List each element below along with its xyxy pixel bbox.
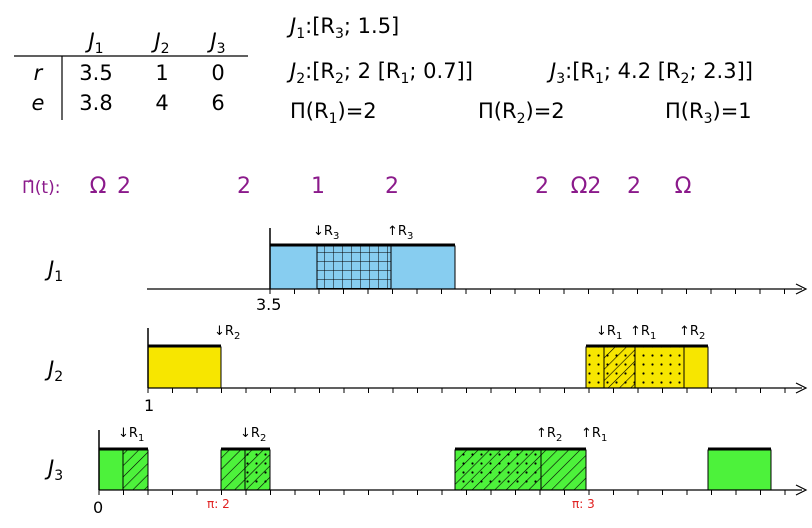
marker-lock-r2: ↓R2 <box>214 324 240 342</box>
marker-lock-r2: ↓R2 <box>240 426 266 444</box>
axis-ticks <box>98 289 786 495</box>
table-cell-r-j2: 1 <box>155 61 168 85</box>
table-col-header-j3: J3 <box>206 29 225 57</box>
marker-unlock-r1: ↑R1 <box>581 426 607 444</box>
marker-lock-r1: ↓R1 <box>596 324 622 342</box>
system-ceiling-value: 2 <box>117 174 131 199</box>
timeline-row-j2: J2 1 ↓R2 ↓R1 ↑R1 ↑R2 <box>44 324 808 415</box>
timeline-row-j1: J1 3.5 ↓R3 ↑R3 <box>44 224 808 314</box>
table-cell-e-j3: 6 <box>211 91 224 115</box>
j3-release-label: 0 <box>93 498 103 517</box>
params-table: J1 J2 J3 r 3.5 1 0 e 3.8 4 6 <box>14 29 248 120</box>
table-cell-e-j1: 3.8 <box>79 91 112 115</box>
system-ceiling-value: 2 <box>627 174 641 199</box>
row-label-j3: J3 <box>44 456 63 484</box>
system-ceiling-value: Ω2 <box>571 174 602 199</box>
system-ceiling-row: Π̂(t): Ω 2 2 1 2 2 Ω2 2 Ω <box>22 174 691 199</box>
system-ceiling-value: 1 <box>311 174 325 199</box>
job-specs: J1:[R3; 1.5] J2:[R2; 2 [R1; 0.7]] J3:[R1… <box>286 14 753 127</box>
ceiling-r3: Π(R3)=1 <box>665 99 752 127</box>
j2-segment <box>683 346 709 389</box>
j2-segment-r2-dots <box>635 347 684 388</box>
ceiling-r1: Π(R1)=2 <box>290 99 377 127</box>
system-ceiling-value: 2 <box>535 174 549 199</box>
table-row-label-r: r <box>34 61 44 85</box>
system-ceiling-value: Ω <box>90 174 107 199</box>
marker-unlock-r2: ↑R2 <box>536 426 562 444</box>
j1-segment <box>269 245 318 290</box>
marker-lock-r3: ↓R3 <box>313 224 339 242</box>
timeline-row-j3: J3 0 ↓R1 ↓R2 ↑R2 ↑R1 π: 2 π: 3 <box>44 426 808 517</box>
j1-release-label: 3.5 <box>256 295 281 314</box>
system-ceiling-value: Ω <box>675 174 692 199</box>
preemption-level-label: π: 3 <box>572 497 595 511</box>
table-col-header-j1: J1 <box>84 29 103 57</box>
table-col-header-j2: J2 <box>150 29 169 57</box>
marker-unlock-r1: ↑R1 <box>630 324 656 342</box>
row-label-j2: J2 <box>44 357 63 385</box>
j3-segment-r1-hatch <box>122 449 149 491</box>
j2-release-label: 1 <box>144 396 154 415</box>
j2-segment <box>147 346 222 389</box>
row-label-j1: J1 <box>44 257 63 285</box>
job-spec-j3: J3:[R1; 4.2 [R2; 2.3]] <box>546 59 753 87</box>
marker-unlock-r2: ↑R2 <box>679 324 705 342</box>
j1-segment-r3-pattern <box>316 245 392 290</box>
j1-axis-arrow <box>795 283 808 295</box>
j3-segment-r2-dots <box>244 449 271 491</box>
job-spec-j2: J2:[R2; 2 [R1; 0.7]] <box>286 59 473 87</box>
j3-segment <box>707 449 772 491</box>
table-cell-e-j2: 4 <box>155 91 168 115</box>
j3-axis-arrow <box>795 484 808 496</box>
preemption-level-label: π: 2 <box>207 497 230 511</box>
j3-segment <box>98 449 124 491</box>
system-ceiling-label: Π̂(t): <box>22 178 60 198</box>
table-cell-r-j3: 0 <box>211 61 224 85</box>
system-ceiling-value: 2 <box>385 174 399 199</box>
table-row-label-e: e <box>32 91 45 115</box>
j1-segment <box>390 245 456 290</box>
marker-lock-r1: ↓R1 <box>118 426 144 444</box>
j2-axis-arrow <box>795 382 808 394</box>
ceiling-r2: Π(R2)=2 <box>478 99 565 127</box>
job-spec-j1: J1:[R3; 1.5] <box>286 14 399 42</box>
system-ceiling-value: 2 <box>237 174 251 199</box>
j2-segment-r1-hatch <box>603 346 636 389</box>
j3-segment-r1-hatch <box>454 449 542 491</box>
j3-segment-r1-hatch <box>540 449 587 491</box>
table-cell-r-j1: 3.5 <box>79 61 112 85</box>
marker-unlock-r3: ↑R3 <box>387 224 413 242</box>
